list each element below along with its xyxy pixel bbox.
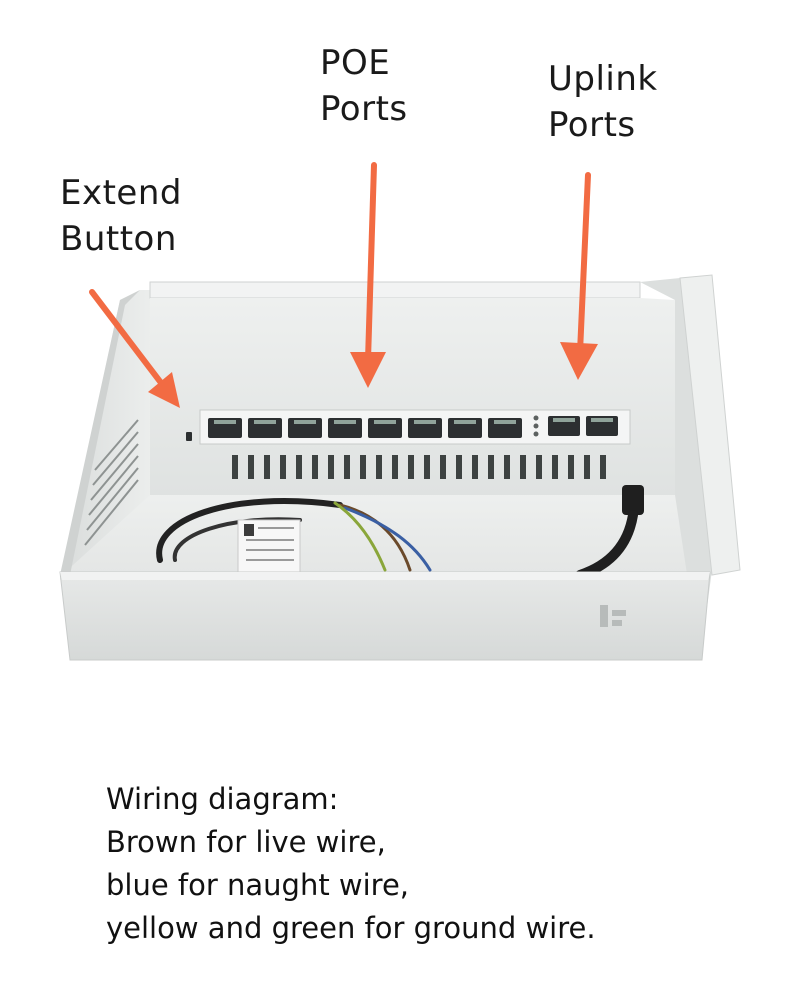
uplink-arrow [560, 172, 598, 380]
label-line: POE [320, 43, 391, 83]
extend-button [186, 432, 192, 441]
wiring-line: Brown for live wire, [106, 825, 386, 859]
wiring-line: yellow and green for ground wire. [106, 911, 596, 945]
extend-button-label: Extend Button [60, 170, 182, 262]
arrows [89, 162, 598, 408]
label-line: Ports [548, 105, 636, 145]
cable-grommet [622, 485, 644, 515]
extend-arrow [89, 289, 180, 408]
switch-vent-slots [232, 455, 606, 479]
poe-arrow [350, 162, 386, 388]
power-cables [156, 498, 432, 572]
poe-ports-label: POE Ports [320, 40, 408, 132]
label-line: Button [60, 219, 177, 259]
power-supply-label [237, 519, 301, 577]
wiring-diagram-text: Wiring diagram: Brown for live wire, blu… [106, 778, 596, 950]
label-line: Ports [320, 89, 408, 129]
right-wall [640, 278, 712, 660]
switch-body [150, 298, 675, 495]
front-logo [600, 605, 626, 627]
wiring-title: Wiring diagram: [106, 782, 339, 816]
left-vent-slots [84, 419, 139, 546]
label-line: Uplink [548, 59, 658, 99]
label-line: Extend [60, 173, 182, 213]
enclosure-floor [60, 490, 710, 575]
uplink-ports-label: Uplink Ports [548, 56, 658, 148]
wiring-line: blue for naught wire, [106, 868, 410, 902]
